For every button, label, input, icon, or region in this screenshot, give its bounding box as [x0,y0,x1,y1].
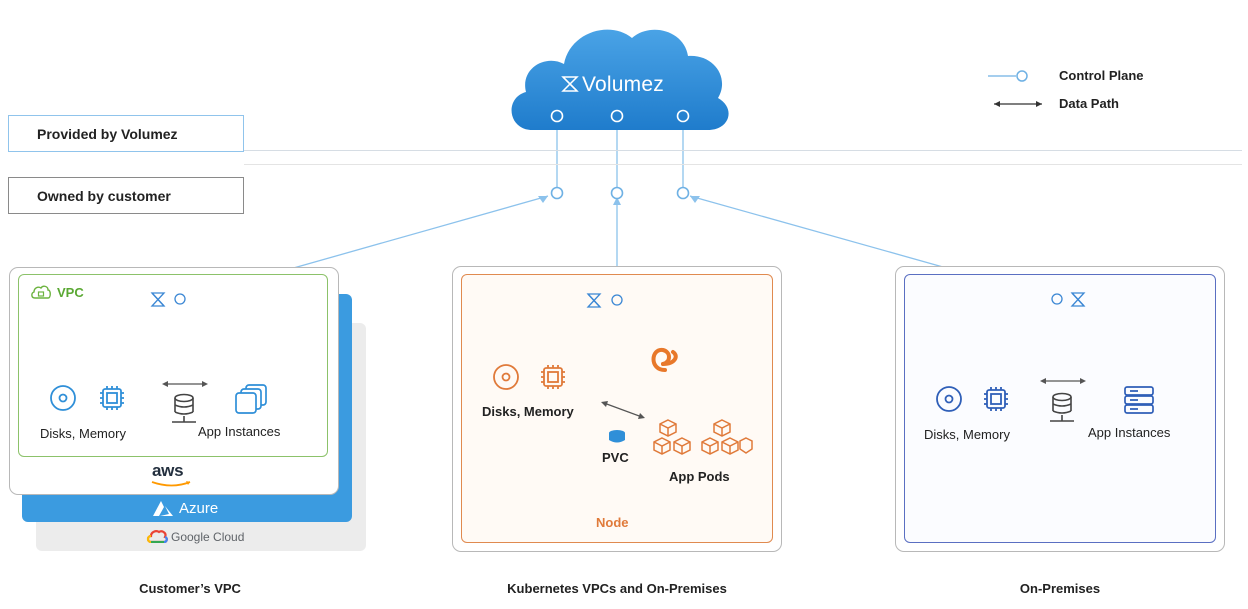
google-cloud-logo-icon [146,530,168,543]
onprem-disks-label: Disks, Memory [924,427,1010,442]
onprem-data-path-icon [1040,378,1086,422]
owned-by-customer-box: Owned by customer [8,177,244,214]
aws-layer [9,267,339,495]
arrow-head-center [613,197,621,205]
pvc-label: PVC [602,450,629,465]
vpc-disks-memory-icons [50,385,124,411]
vpc-container [18,274,328,457]
vpc-volumez-agent-icon [150,292,186,307]
ownership-divider-2 [244,164,1242,165]
onprem-volumez-agent-icon [1051,292,1086,307]
app-pods-label: App Pods [669,469,730,484]
kubernetes-logo-icon [651,347,678,372]
legend-control-plane: Control Plane [1059,68,1144,83]
vpc-cloud-icon [31,285,51,299]
vpc-apps-label: App Instances [198,424,281,439]
arrow-head-left [538,196,548,203]
owned-by-customer-label: Owned by customer [37,187,171,204]
google-cloud-label: Google Cloud [171,530,245,544]
provided-by-volumez-label: Provided by Volumez [37,125,178,142]
vpc-disks-label: Disks, Memory [40,426,126,441]
legend-icons [988,70,1042,107]
onprem-caption: On-Premises [1019,581,1101,596]
onprem-apps-label: App Instances [1088,425,1171,440]
vpc-app-instances-icon [235,384,267,414]
k8s-data-path-icon [601,401,645,419]
volumez-logo-icon [561,76,579,92]
anchor-node-left [550,186,564,200]
azure-logo-icon [153,501,173,516]
legend-data-path: Data Path [1059,96,1119,111]
k8s-disks-memory-icons [493,364,565,390]
onprem-disks-memory-icons [936,386,1008,412]
vpc-tag: VPC [57,285,84,300]
k8s-disks-label: Disks, Memory [482,404,574,419]
onprem-server-icon [1124,386,1154,414]
ownership-divider [244,150,1242,151]
aws-smile-icon [151,481,191,487]
k8s-volumez-agent-icon [586,293,623,308]
arrow-head-right [690,196,700,203]
control-plane-legend-icon [1016,70,1028,82]
provided-by-volumez-box: Provided by Volumez [8,115,244,152]
k8s-caption: Kubernetes VPCs and On-Premises [507,581,727,596]
app-pods-icon [653,419,753,455]
pvc-icon [609,430,625,443]
k8s-node-container [461,274,773,543]
anchor-node-center [610,186,624,200]
node-label: Node [596,515,629,530]
vpc-caption: Customer’s VPC [139,581,241,596]
cloud-title: Volumez [582,73,664,96]
azure-label: Azure [179,500,219,517]
anchor-node-right [676,186,690,200]
aws-logo: aws [152,461,184,480]
volumez-cloud [511,29,729,131]
vpc-data-path-icon [162,381,208,423]
